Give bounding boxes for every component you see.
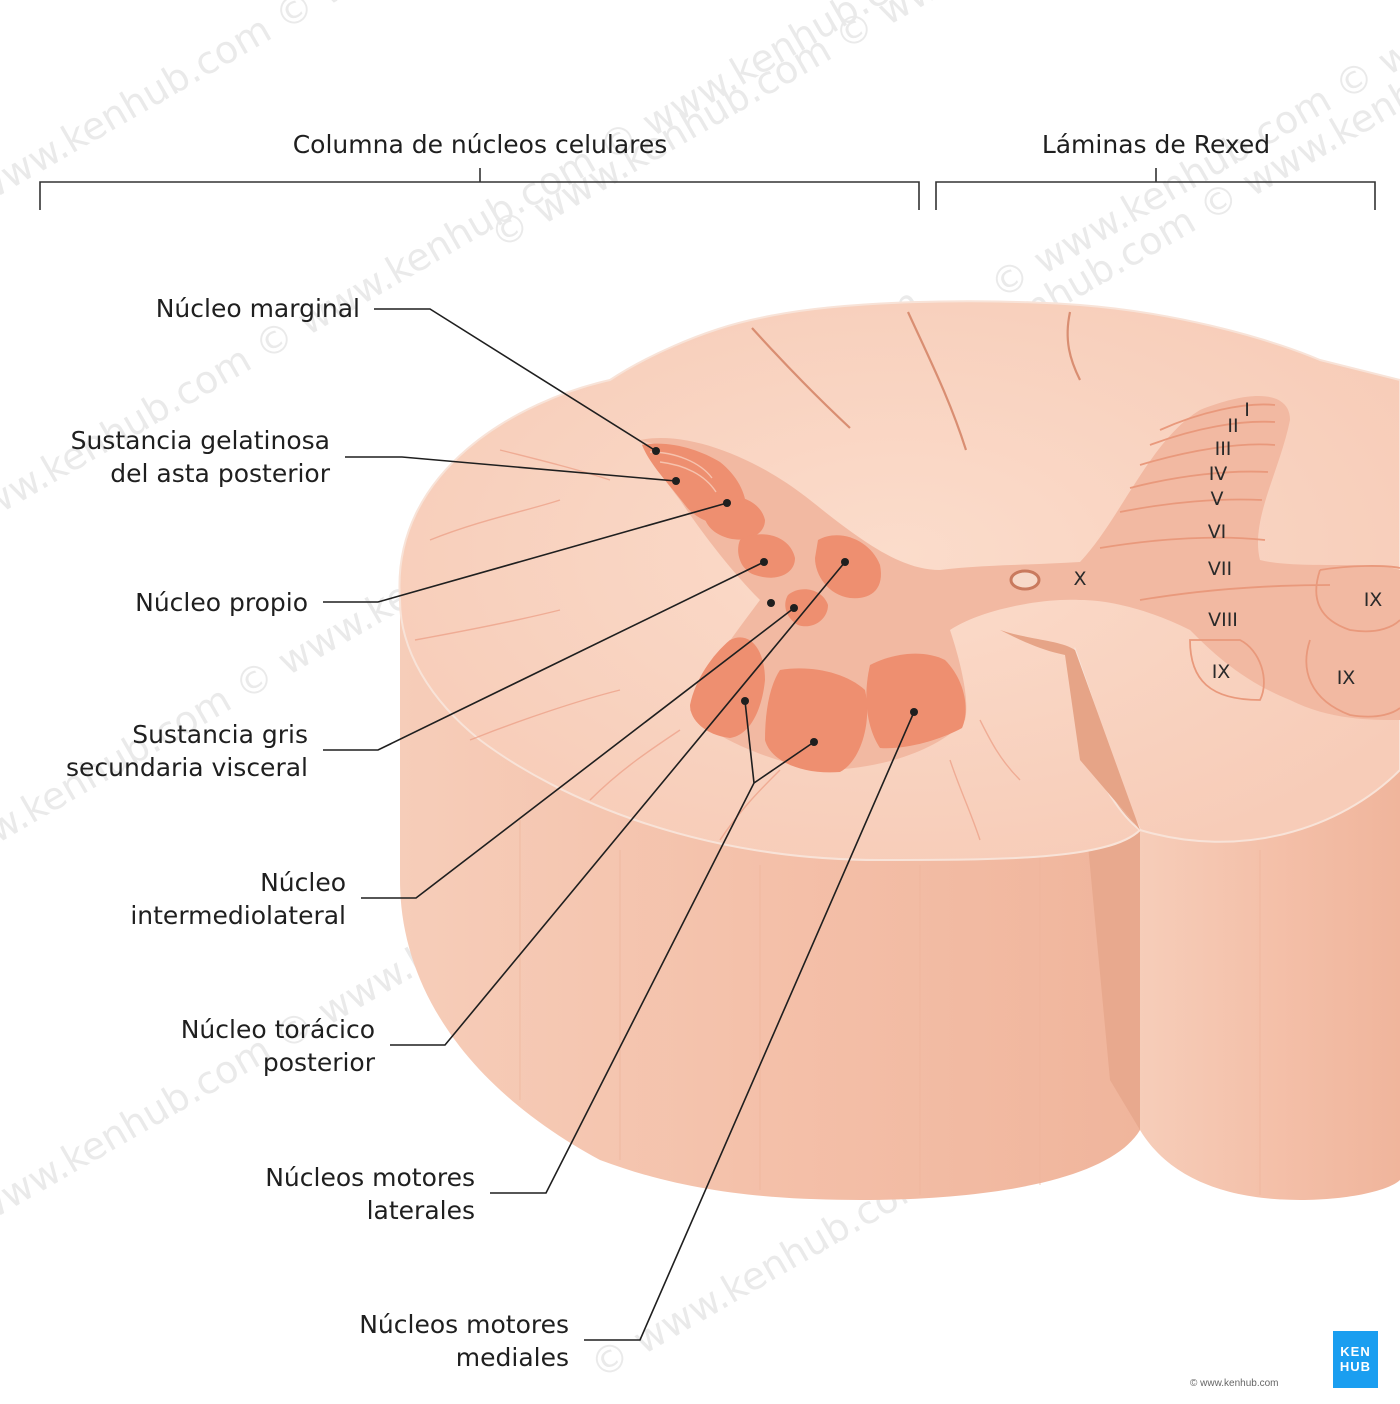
- label-sustancia-gelatinosa: Sustancia gelatinosa del asta posterior: [10, 424, 330, 490]
- lamina-IX-a: IX: [1212, 661, 1231, 683]
- label-line: secundaria visceral: [10, 751, 308, 784]
- nucleus-motor-lateral-2: [765, 668, 867, 772]
- label-line: Núcleo marginal: [60, 292, 360, 325]
- label-nucleo-intermediolateral: Núcleo intermediolateral: [40, 866, 346, 932]
- lamina-I: I: [1244, 399, 1250, 421]
- label-nucleo-propio: Núcleo propio: [10, 586, 308, 619]
- logo-line: KEN: [1333, 1344, 1378, 1359]
- lamina-V: V: [1211, 488, 1224, 510]
- label-sustancia-gris-visceral: Sustancia gris secundaria visceral: [10, 718, 308, 784]
- lamina-VI: VI: [1208, 521, 1227, 543]
- lamina-IX-b: IX: [1337, 667, 1356, 689]
- label-nucleos-motores-mediales: Núcleos motores mediales: [254, 1308, 569, 1374]
- label-line: intermediolateral: [40, 899, 346, 932]
- header-rexed-laminae: Láminas de Rexed: [1000, 128, 1312, 161]
- label-line: Núcleo torácico: [60, 1013, 375, 1046]
- lamina-IV: IV: [1209, 463, 1228, 485]
- label-line: posterior: [60, 1046, 375, 1079]
- label-line: Núcleo: [40, 866, 346, 899]
- central-canal: [1011, 571, 1039, 589]
- label-line: mediales: [254, 1341, 569, 1374]
- label-line: Sustancia gelatinosa: [10, 424, 330, 457]
- lamina-VII: VII: [1208, 558, 1232, 580]
- kenhub-logo: KEN HUB: [1333, 1331, 1378, 1388]
- logo-line: HUB: [1333, 1359, 1378, 1374]
- lamina-IX-c: IX: [1364, 589, 1383, 611]
- header-cell-nuclei-columns: Columna de núcleos celulares: [240, 128, 720, 161]
- lamina-X: X: [1073, 568, 1086, 590]
- label-line: laterales: [160, 1194, 475, 1227]
- copyright-text: © www.kenhub.com: [1190, 1378, 1279, 1389]
- label-line: Sustancia gris: [10, 718, 308, 751]
- label-line: Núcleo propio: [10, 586, 308, 619]
- lamina-II: II: [1227, 415, 1238, 437]
- lamina-VIII: VIII: [1208, 609, 1238, 631]
- lamina-III: III: [1215, 438, 1232, 460]
- label-nucleo-toracico-posterior: Núcleo torácico posterior: [60, 1013, 375, 1079]
- label-line: del asta posterior: [10, 457, 330, 490]
- label-line: Núcleos motores: [160, 1161, 475, 1194]
- label-nucleo-marginal: Núcleo marginal: [60, 292, 360, 325]
- label-line: Núcleos motores: [254, 1308, 569, 1341]
- label-nucleos-motores-laterales: Núcleos motores laterales: [160, 1161, 475, 1227]
